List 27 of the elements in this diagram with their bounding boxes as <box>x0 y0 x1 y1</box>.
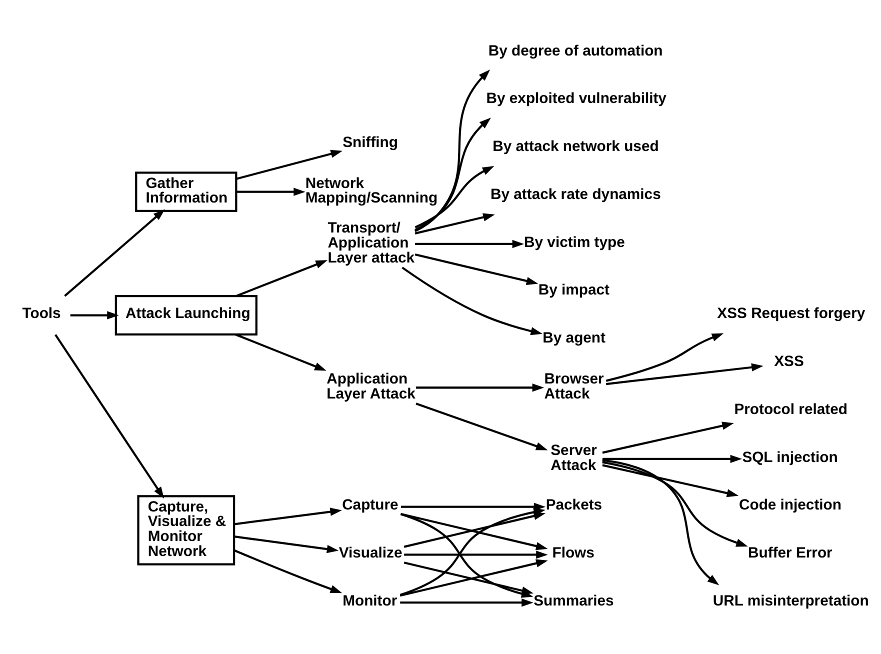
node-text: By victim type <box>524 234 625 250</box>
node-text: By agent <box>542 330 606 346</box>
node-text: Visualize <box>338 545 402 562</box>
node-text: Packets <box>546 497 602 514</box>
node-text: By attack rate dynamics <box>490 186 661 202</box>
node-text: Tools <box>22 306 61 322</box>
node-text: Server Attack <box>550 442 597 474</box>
node-text: By exploited vulnerability <box>486 90 666 107</box>
node-text: Flows <box>552 545 594 562</box>
node-text: By impact <box>538 282 610 298</box>
node-text: Protocol related <box>734 401 848 418</box>
node-text: Network Mapping/Scanning <box>305 175 438 206</box>
node-text: Summaries <box>534 592 614 609</box>
node-text: Code injection <box>739 497 842 514</box>
node-text: Sniffing <box>342 134 398 150</box>
node-text: XSS <box>774 354 804 370</box>
node-text: Capture <box>342 497 398 514</box>
node-text: Monitor <box>342 592 398 609</box>
node-text: Application Layer Attack <box>326 371 416 402</box>
node-text: URL misinterpretation <box>712 592 869 609</box>
node-text: SQL injection <box>742 449 838 466</box>
node-text: By attack network used <box>492 138 659 155</box>
node-text: Browser Attack <box>544 371 604 402</box>
node-text: By degree of automation <box>488 42 663 59</box>
node-text: Buffer Error <box>748 545 832 562</box>
node-text: XSS Request forgery <box>717 306 866 322</box>
node-text: Transport/ Application Layer attack <box>328 220 415 266</box>
